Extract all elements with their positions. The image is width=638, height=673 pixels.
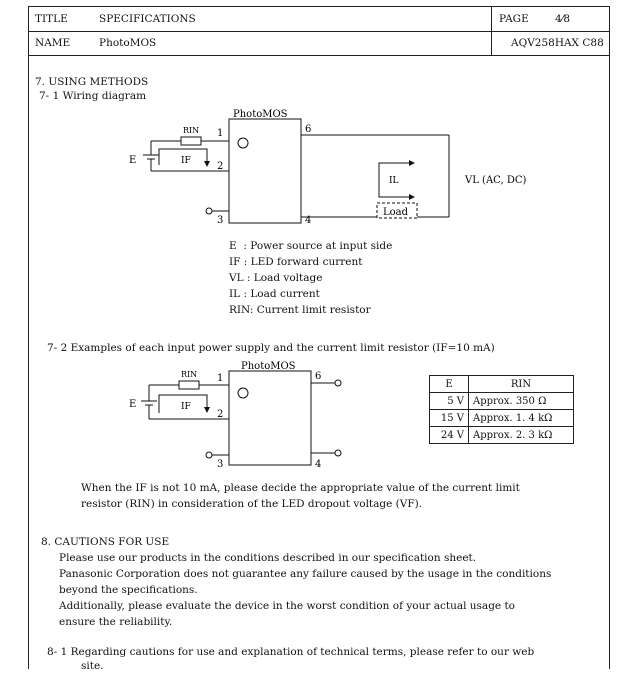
rin-resistor: [180, 136, 202, 146]
legend-il: IL : Load current: [229, 288, 320, 300]
page-value: 4⁄8: [555, 13, 571, 25]
diagram1-il-label: IL: [389, 176, 399, 186]
section7-heading: 7. USING METHODS: [35, 76, 149, 88]
name-label: NAME: [35, 37, 71, 49]
table-cell-rin: Approx. 2. 3 kΩ: [468, 426, 574, 444]
title-value: SPECIFICATIONS: [99, 13, 196, 25]
name-value: PhotoMOS: [99, 37, 157, 49]
diagram1-device-label: PhotoMOS: [233, 109, 288, 120]
diagram2-device-label: PhotoMOS: [241, 361, 296, 372]
header-divider: [491, 7, 492, 31]
legend-vl: VL : Load voltage: [229, 272, 323, 284]
section7-note-line2: resistor (RIN) in consideration of the L…: [81, 498, 423, 510]
header-row-title: TITLE SPECIFICATIONS PAGE 4⁄8: [29, 7, 609, 32]
diagram2-e-label: E: [129, 399, 136, 410]
section8-line: Panasonic Corporation does not guarantee…: [59, 568, 552, 580]
diagram1-pin4: 4: [305, 215, 311, 226]
table-row: 15 V Approx. 1. 4 kΩ: [429, 409, 574, 427]
page-label: PAGE: [499, 13, 529, 25]
diagram2-rin-label: RIN: [181, 370, 197, 379]
diagram1-load-label: Load: [383, 207, 409, 218]
diagram2-pin6: 6: [315, 371, 321, 382]
diagram1-pin2: 2: [217, 161, 223, 172]
table-cell-e: 5 V: [429, 392, 469, 410]
diagram2-pin4: 4: [315, 459, 321, 470]
section8-sub1-line2: site.: [81, 660, 104, 672]
photomos-body: [228, 118, 302, 224]
diagram1-pin1: 1: [217, 128, 223, 139]
table-header-e: E: [429, 375, 469, 393]
diagram2-pin1: 1: [217, 373, 223, 384]
pin1-marker: [237, 137, 249, 149]
header-divider: [491, 31, 492, 55]
diagram1-vl-label: VL (AC, DC): [464, 175, 526, 186]
table-cell-e: 15 V: [429, 409, 469, 427]
diagram2-if-label: IF: [181, 402, 191, 412]
legend-e: E : Power source at input side: [229, 240, 393, 252]
wiring-diagram-2: PhotoMOS RIN E IF 1 2 3 6 4: [129, 361, 342, 470]
diagram1-pin6: 6: [305, 124, 311, 135]
section7-sub2: 7- 2 Examples of each input power supply…: [47, 342, 495, 354]
spec-sheet: TITLE SPECIFICATIONS PAGE 4⁄8 NAME Photo…: [28, 6, 610, 672]
photomos-body-2: [228, 370, 312, 466]
load-box: [376, 202, 418, 219]
legend-if: IF : LED forward current: [229, 256, 363, 268]
table-row: 24 V Approx. 2. 3 kΩ: [429, 426, 574, 444]
title-label: TITLE: [35, 13, 68, 25]
section8-heading: 8. CAUTIONS FOR USE: [41, 536, 170, 548]
section8-line: Additionally, please evaluate the device…: [59, 600, 516, 612]
diagram2-pin3: 3: [217, 459, 223, 470]
section8-line: Please use our products in the condition…: [59, 552, 477, 564]
diagram1-e-label: E: [129, 155, 136, 166]
table-row: 5 V Approx. 350 Ω: [429, 392, 574, 410]
pin1-marker-2: [237, 387, 249, 399]
table-cell-rin: Approx. 1. 4 kΩ: [468, 409, 574, 427]
diagram1-pin3: 3: [217, 215, 223, 226]
section8-line: ensure the reliability.: [59, 616, 173, 628]
diagram1-rin-label: RIN: [183, 126, 199, 135]
section7-note-line1: When the IF is not 10 mA, please decide …: [81, 482, 520, 494]
table-cell-rin: Approx. 350 Ω: [468, 392, 574, 410]
table-header-rin: RIN: [468, 375, 574, 393]
part-number: AQV258HAX C88: [511, 37, 604, 49]
rin-resistor-2: [178, 380, 200, 390]
legend-rin: RIN: Current limit resistor: [229, 304, 371, 316]
section8-line: beyond the specifications.: [59, 584, 198, 596]
table-cell-e: 24 V: [429, 426, 469, 444]
diagram1-if-label: IF: [181, 156, 191, 166]
table-header-row: E RIN: [429, 375, 574, 393]
section8-sub1-line1: 8- 1 Regarding cautions for use and expl…: [47, 646, 535, 658]
section7-sub1: 7- 1 Wiring diagram: [39, 90, 147, 102]
diagram2-pin2: 2: [217, 409, 223, 420]
rin-table: E RIN 5 V Approx. 350 Ω 15 V Approx. 1. …: [429, 375, 574, 444]
wiring-diagram-1: PhotoMOS RIN E IF 1 2 3 6 4 IL VL (AC, D…: [129, 109, 526, 226]
header-row-name: NAME PhotoMOS AQV258HAX C88: [29, 31, 609, 56]
